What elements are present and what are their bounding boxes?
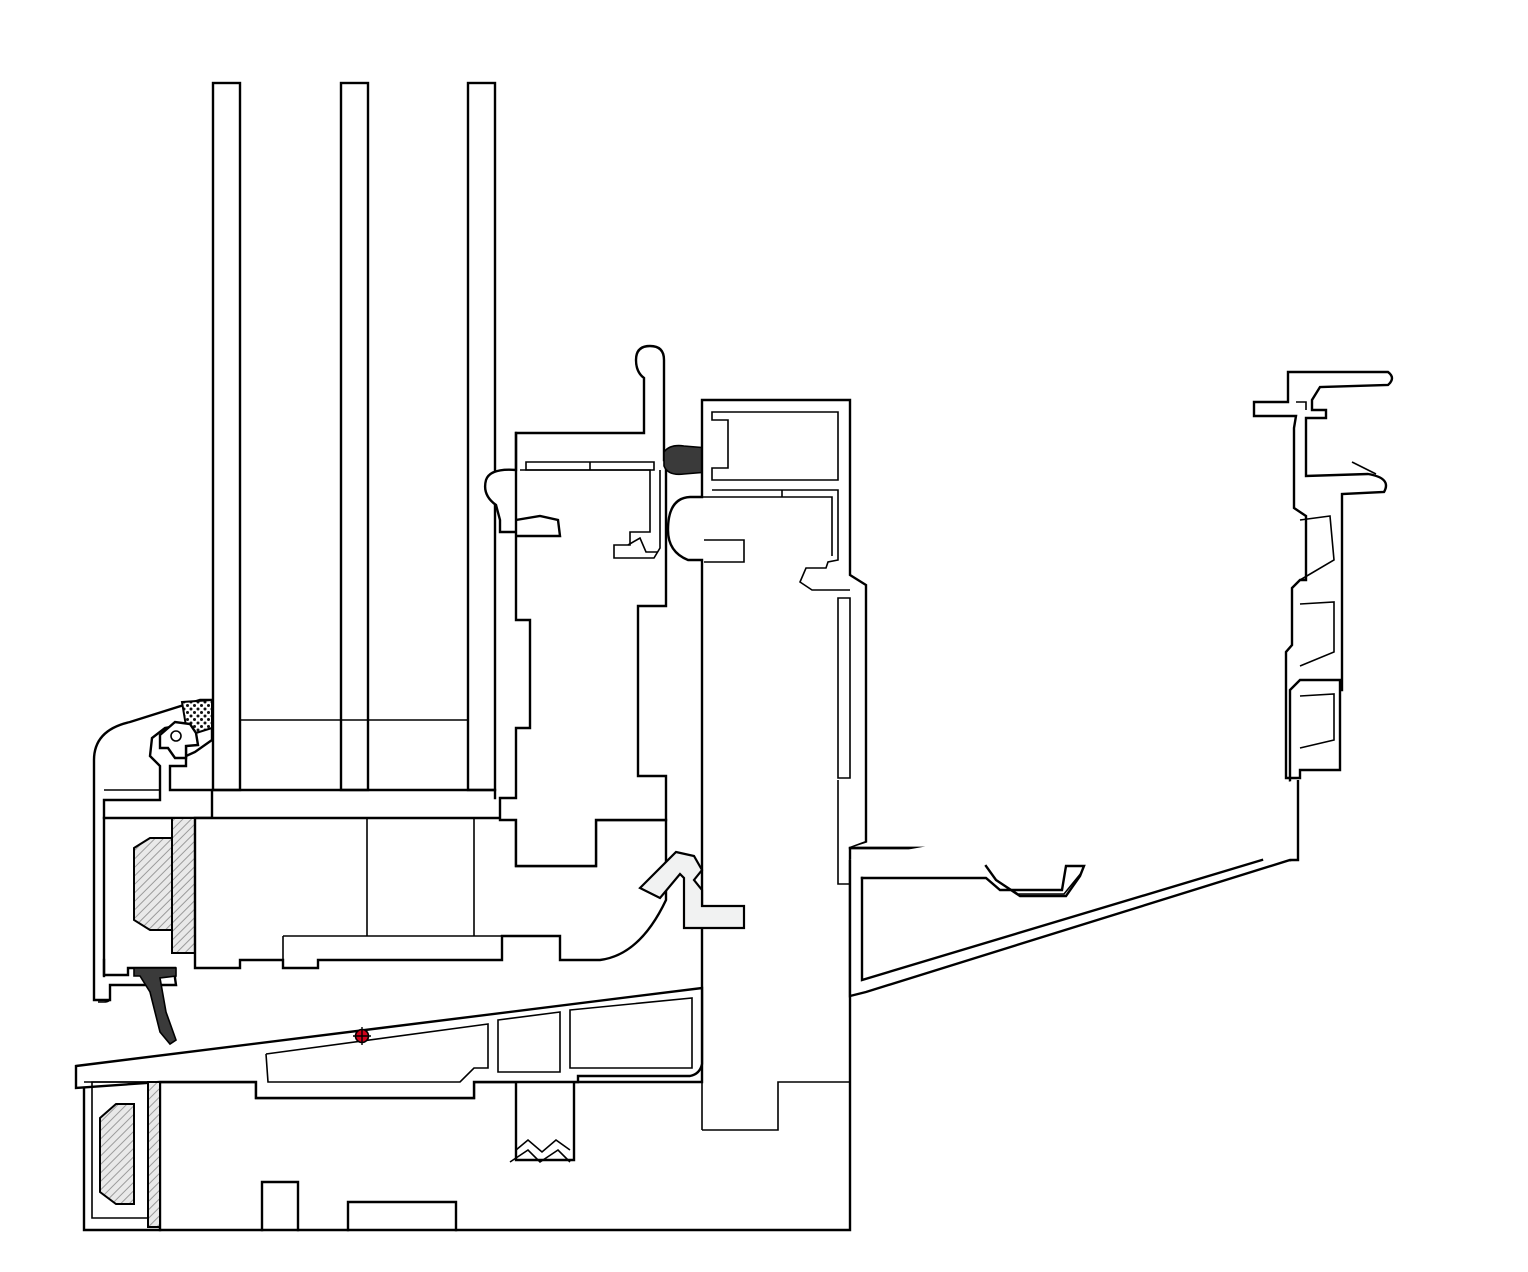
- glass-pane-2: [339, 81, 370, 792]
- glass-pane-3: [466, 81, 497, 792]
- frame-clip-insert: [638, 850, 746, 930]
- insulation-strip-upper: [171, 817, 196, 954]
- insulation-strip-lower: [147, 1081, 161, 1228]
- glass-pane-1: [211, 81, 242, 792]
- thermal-insulation-insert-lower: [99, 1103, 135, 1205]
- screw-fixing: [353, 1027, 371, 1045]
- weather-seal-gasket-lower: [133, 967, 177, 1046]
- window-sill: [74, 986, 704, 1232]
- external-cladding-profile: [848, 370, 1394, 998]
- triple-glazing-unit: [211, 81, 497, 800]
- sash-frame-profile: [193, 344, 668, 970]
- thermal-insulation-insert-upper: [133, 837, 173, 931]
- glazing-unit-bottom-edge: [211, 788, 497, 800]
- bead-clip-hole: [170, 730, 182, 742]
